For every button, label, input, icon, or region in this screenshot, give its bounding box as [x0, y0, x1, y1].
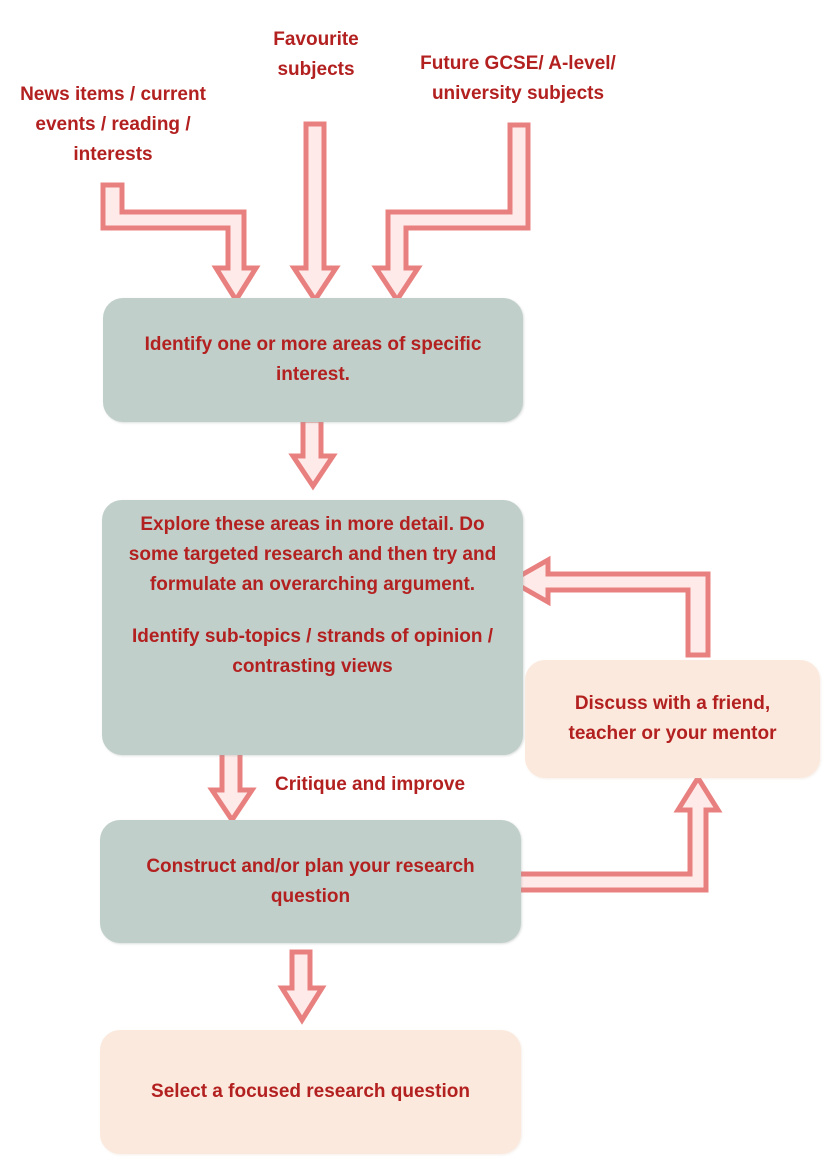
source-future-label: Future GCSE/ A-level/ university subject… — [420, 53, 616, 104]
identify-interest-text: Identify one or more areas of specific i… — [144, 334, 482, 385]
identify-interest-box: Identify one or more areas of specific i… — [103, 298, 523, 422]
arrow-identify-to-explore — [288, 417, 338, 491]
arrow-explore-to-construct — [207, 749, 257, 825]
arrow-discuss-to-explore — [505, 555, 711, 658]
arrow-favourite-to-identify — [289, 121, 341, 305]
select-question-box: Select a focused research question — [100, 1030, 521, 1154]
construct-question-box: Construct and/or plan your research ques… — [100, 820, 521, 943]
source-news-label: News items / current events / reading / … — [20, 84, 206, 165]
arrow-construct-to-select — [277, 949, 327, 1025]
discuss-mentor-text: Discuss with a friend, teacher or your m… — [568, 693, 777, 744]
source-favourite-label: Favourite subjects — [273, 29, 359, 80]
discuss-mentor-box: Discuss with a friend, teacher or your m… — [525, 660, 820, 778]
explore-areas-text: Explore these areas in more detail. Do s… — [128, 514, 497, 595]
critique-improve-label: Critique and improve — [274, 774, 466, 795]
arrow-news-to-identify — [100, 182, 261, 305]
arrow-future-to-identify — [371, 122, 531, 305]
identify-subtopics-text: Identify sub-topics / strands of opinion… — [132, 626, 493, 677]
explore-areas-box: Explore these areas in more detail. Do s… — [102, 500, 523, 755]
construct-question-text: Construct and/or plan your research ques… — [146, 855, 475, 907]
select-question-text: Select a focused research question — [151, 1081, 470, 1102]
arrow-construct-to-discuss — [505, 773, 723, 893]
